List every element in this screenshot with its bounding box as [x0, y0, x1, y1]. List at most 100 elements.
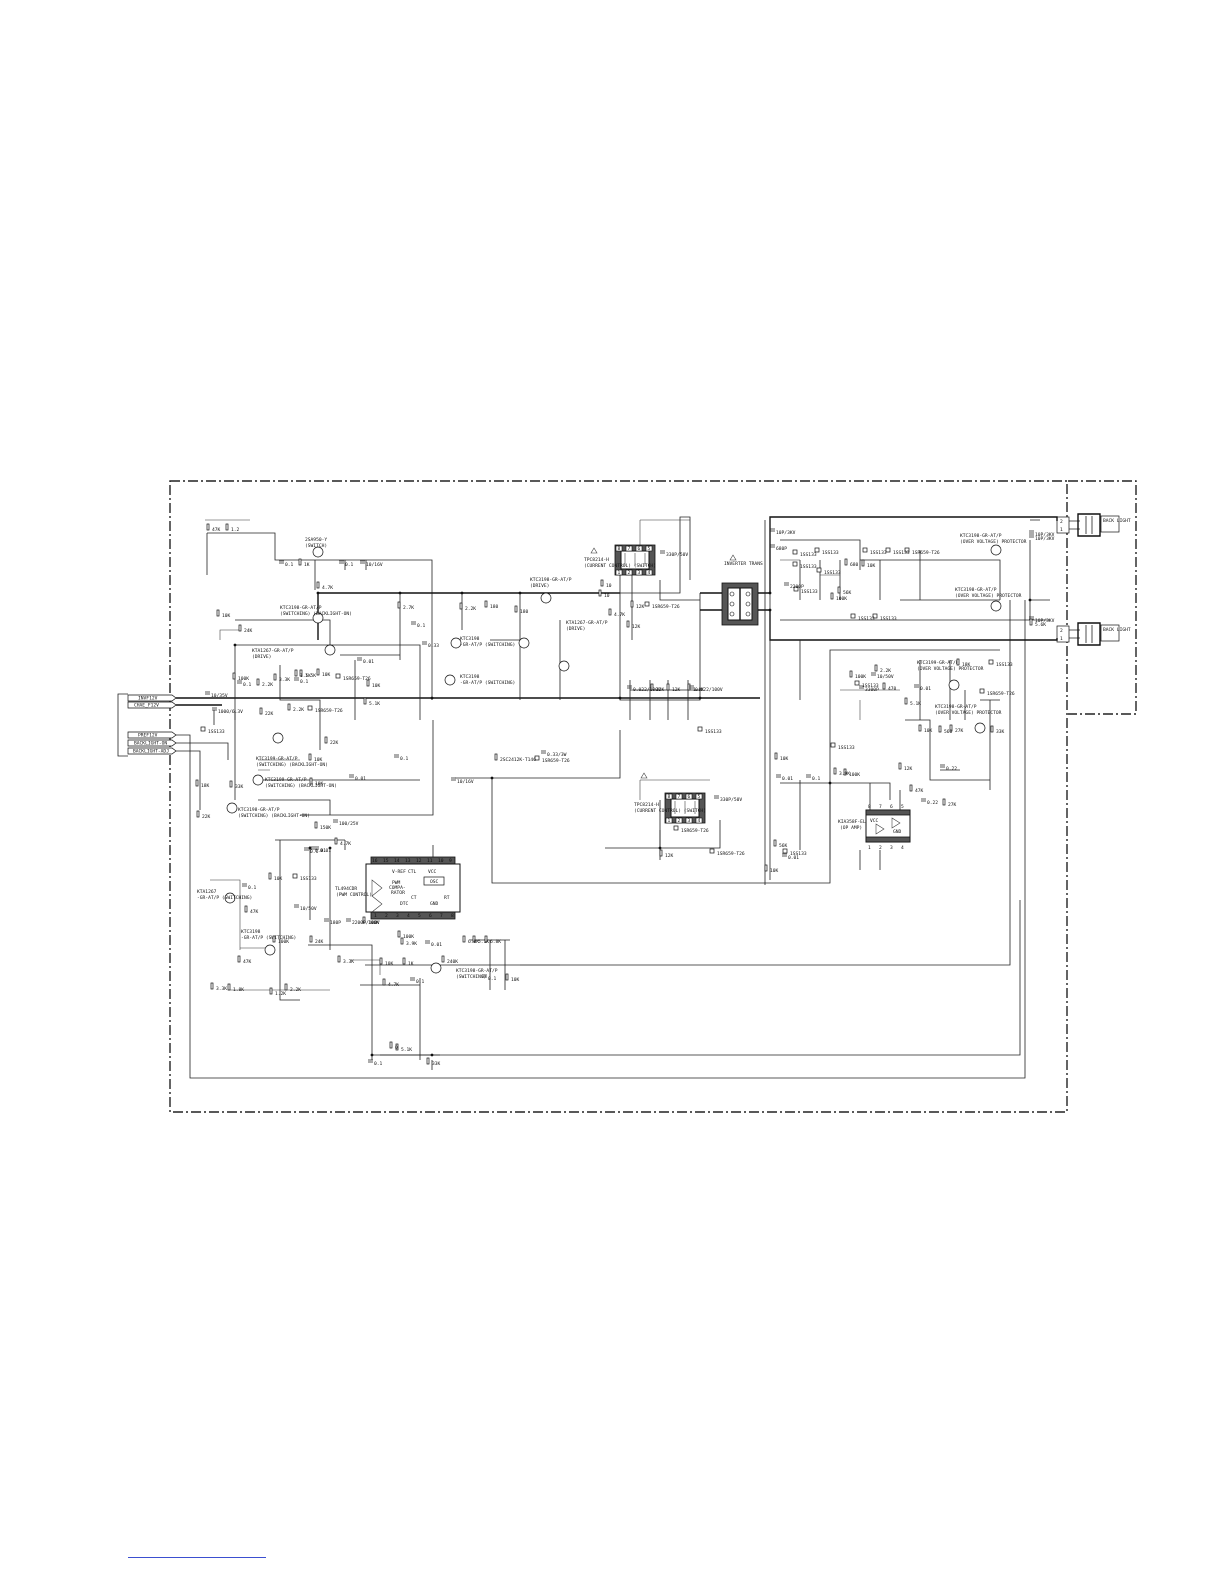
- resistor-symbol: [259, 707, 263, 715]
- pin-number: 5: [418, 913, 421, 919]
- ic-inner-label: COMPA-: [389, 885, 406, 891]
- component-value: 10K: [314, 757, 323, 763]
- resistor-symbol: [426, 1057, 430, 1065]
- capacitor-symbol: [279, 560, 284, 564]
- component-value: 1SR659-T26: [652, 604, 680, 610]
- resistor-symbol: [216, 609, 220, 617]
- resistor-symbol: [229, 780, 233, 788]
- transistor-part: KTC3199-GR-AT/P: [917, 660, 959, 666]
- resistor-symbol: [484, 600, 488, 608]
- resistor-symbol: [314, 821, 318, 829]
- pin-number: 3: [890, 845, 893, 851]
- component-value: 330P/50V: [720, 797, 742, 803]
- resistor-symbol: [232, 672, 236, 680]
- capacitor-symbol: [859, 685, 864, 689]
- component-value: 47K: [243, 959, 252, 965]
- component-value: 1SR659-T26: [912, 550, 940, 556]
- resistor-symbol: [287, 703, 291, 711]
- capacitor-symbol: [324, 918, 329, 922]
- component-value: 0.1: [374, 1061, 383, 1067]
- resistor-symbol: [316, 581, 320, 589]
- resistor-symbol: [830, 592, 834, 600]
- ic-inner-label: PWM: [392, 880, 401, 886]
- component-value: 10P/3KV: [1035, 536, 1055, 542]
- transistor-role: -GR-AT/P (SWITCHING): [460, 680, 515, 686]
- component-value: 4.7K: [322, 585, 333, 591]
- component-value: 5.1K: [478, 939, 489, 945]
- pin-number: 7: [678, 794, 681, 800]
- capacitor-symbol: [294, 904, 299, 908]
- resistor-symbol: [389, 1041, 393, 1049]
- component-value: 10K: [780, 756, 789, 762]
- pin-number: 8: [451, 913, 454, 919]
- diode-symbol: [644, 601, 650, 607]
- component-value: 10P/3KV: [1035, 618, 1055, 624]
- component-value: 12K: [665, 853, 674, 859]
- component-value: 2200P: [790, 584, 804, 590]
- component-value: 1SS133: [870, 550, 887, 556]
- component-value: 10/50V: [877, 674, 894, 680]
- capacitor-symbol: [205, 691, 210, 695]
- junction-dots: [233, 591, 1032, 1057]
- capacitor-symbol: [806, 774, 811, 778]
- component-value: 10K: [322, 672, 331, 678]
- pin-number: 1: [668, 818, 671, 824]
- resistor-symbol: [472, 935, 476, 943]
- resistor-symbol: [949, 724, 953, 732]
- pin-number: 4: [648, 570, 651, 576]
- connector-label: CHAE_F12V: [134, 703, 159, 709]
- component-value: 0.022/100V: [633, 687, 661, 693]
- pin-number: 4: [901, 845, 904, 851]
- capacitor-symbol: [242, 883, 247, 887]
- pin-number: 5: [901, 804, 904, 810]
- resistor-symbol: [337, 955, 341, 963]
- resistor-symbol: [397, 930, 401, 938]
- ic-part-label: TPC8214-H: [634, 802, 659, 808]
- component-value: 100K: [278, 939, 289, 945]
- component-value: 1.5K: [305, 673, 316, 679]
- transistor-part: KTC3198: [241, 929, 261, 935]
- component-value: 1K: [408, 961, 414, 967]
- ic-inner-label: RT: [444, 895, 450, 901]
- capacitor-symbol: [314, 846, 319, 850]
- component-value: 1SR659-T26: [987, 691, 1015, 697]
- component-value: 10K: [372, 683, 381, 689]
- component-value: 1SR659-T26: [343, 676, 371, 682]
- capacitor-symbol: [921, 798, 926, 802]
- component-value: 1SS133: [208, 729, 225, 735]
- component-value: 1SS133: [862, 683, 879, 689]
- component-value: 2.2K: [465, 606, 476, 612]
- diode-symbol: [885, 547, 891, 553]
- component-value: 3.3K: [279, 677, 290, 683]
- resistor-symbol: [505, 973, 509, 981]
- resistor-symbol: [334, 837, 338, 845]
- ic-switch-2: 8 7 6 5 1 2 3 4 TPC8214-H (CURRENT CONTR…: [634, 772, 706, 824]
- component-value: 3.9K: [406, 941, 417, 947]
- resistor-symbol: [774, 752, 778, 760]
- component-value: 10K: [385, 961, 394, 967]
- resistor-symbol: [237, 955, 241, 963]
- transistor-role: (DRIVE): [566, 626, 585, 632]
- diode-symbol: [816, 567, 822, 573]
- ic-inner-label: OSC: [430, 879, 439, 885]
- component-value: 0.1: [345, 562, 354, 568]
- capacitor-symbol: [368, 1059, 373, 1063]
- component-value: 680: [850, 562, 859, 568]
- resistor-symbol: [196, 810, 200, 818]
- component-value: 33K: [235, 784, 244, 790]
- pin-number: 2: [879, 845, 882, 851]
- component-value: 100/25V: [339, 821, 359, 827]
- component-value: 3300P: [865, 687, 879, 693]
- pin-number: 9: [449, 858, 452, 864]
- resistor-symbol: [402, 957, 406, 965]
- component-value: 2.2K: [880, 668, 891, 674]
- inverter-transformer: INVERTER TRANS: [721, 554, 763, 626]
- resistor-symbol: [268, 872, 272, 880]
- capacitor-symbol: [627, 685, 632, 689]
- resistor-symbol: [514, 605, 518, 613]
- capacitor-symbol: [411, 621, 416, 625]
- pin-number: 6: [429, 913, 432, 919]
- wiring: [176, 516, 1058, 1079]
- resistor-symbol: [269, 987, 273, 995]
- capacitor-symbol: [660, 550, 665, 554]
